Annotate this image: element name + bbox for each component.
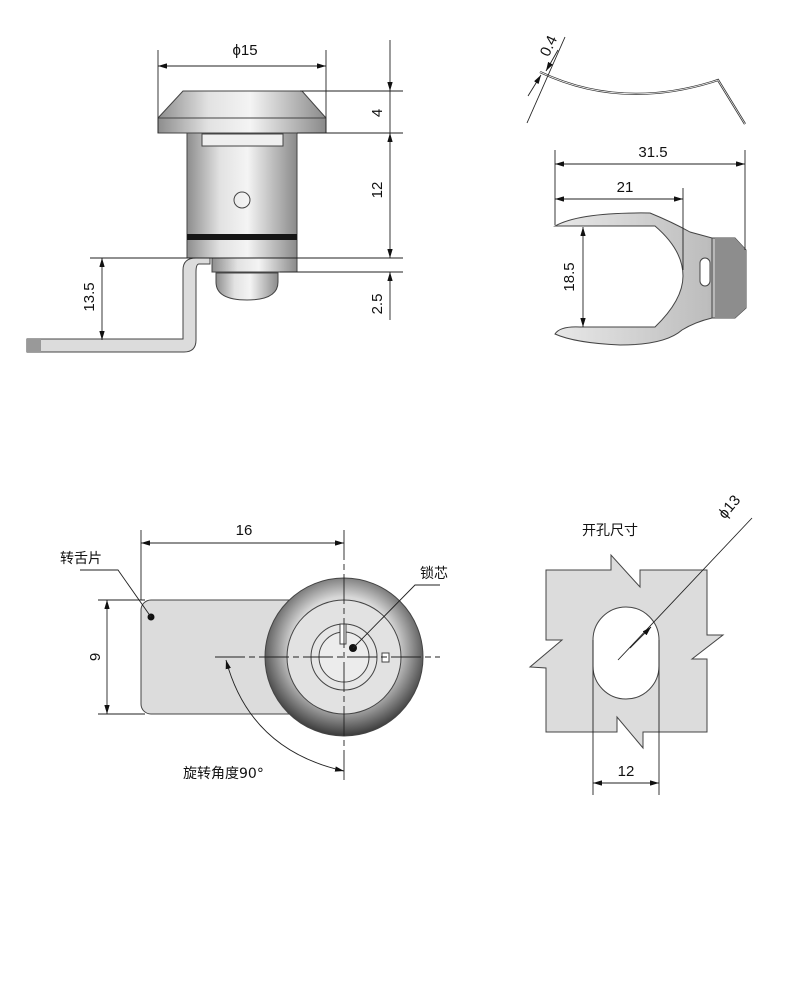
- cam-tongue: [26, 257, 211, 353]
- cam-offset-label: 13.5: [81, 282, 98, 311]
- front-view: 16 9 转舌片 锁芯 旋转角度90°: [60, 522, 448, 782]
- cam-label: 转舌片: [60, 551, 102, 567]
- fork-slot: [699, 257, 711, 287]
- opening-depth-label: 21: [617, 179, 634, 196]
- tongue-end: [27, 339, 41, 352]
- fork-tab: [715, 238, 746, 318]
- fork-view: 31.5 21 18.5: [553, 144, 747, 346]
- cam-width-label: 9: [87, 653, 104, 661]
- hole-diameter-label: ϕ13: [715, 492, 744, 522]
- opening-width-label: 18.5: [561, 262, 578, 291]
- overall-length-label: 31.5: [638, 144, 667, 161]
- cap: [157, 90, 327, 134]
- body-height-label: 12: [369, 182, 386, 199]
- side-view: ϕ15 4 12 2.5 13.5: [26, 40, 403, 353]
- spring-profile: [539, 71, 746, 125]
- rotation-label: 旋转角度90°: [183, 766, 264, 782]
- cam-length-label: 16: [236, 522, 253, 539]
- cutout-view: 开孔尺寸 12 ϕ13: [528, 492, 753, 795]
- spring-view: 0.4: [526, 33, 746, 125]
- fork-plate: [553, 212, 747, 346]
- cutout-title: 开孔尺寸: [582, 523, 638, 539]
- cutout-hole: [592, 606, 660, 700]
- core-label: 锁芯: [420, 566, 448, 582]
- diameter-label: ϕ15: [232, 42, 257, 59]
- screw-head: [215, 272, 279, 301]
- flat-width-label: 12: [618, 763, 635, 780]
- gap-label: 2.5: [369, 294, 386, 315]
- cap-height-label: 4: [369, 109, 386, 117]
- lower-collar: [211, 257, 298, 273]
- body-slot: [201, 133, 284, 147]
- body-hole: [233, 191, 251, 209]
- black-band: [187, 234, 297, 240]
